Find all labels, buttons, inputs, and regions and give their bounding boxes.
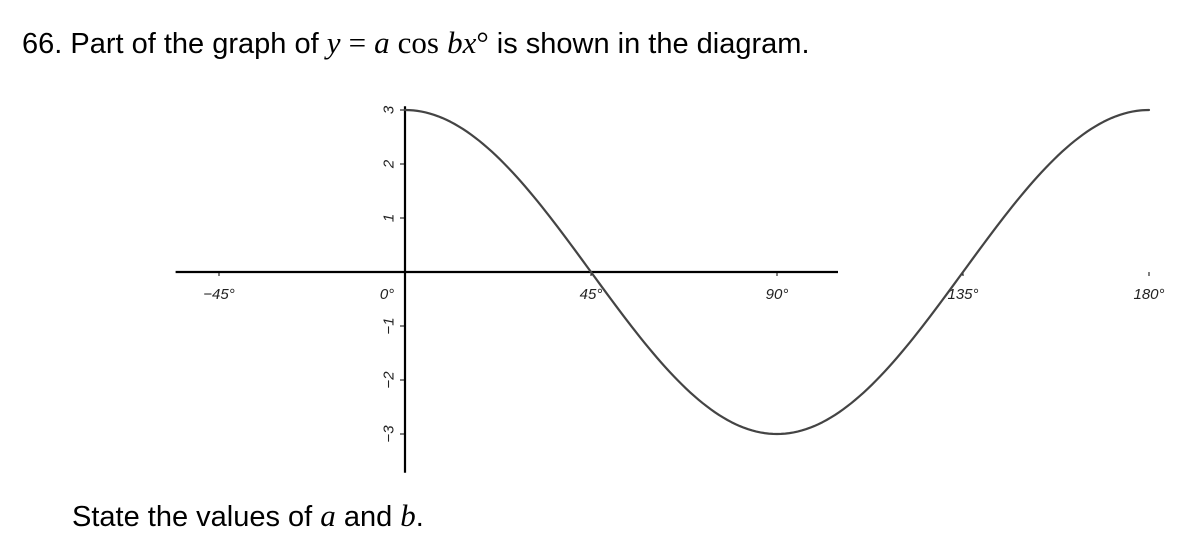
y-tick-label: −1 (381, 317, 398, 334)
y-tick-label: −3 (381, 425, 398, 443)
x-tick-label: −45° (203, 286, 234, 303)
question-title: 66. Part of the graph of y = a cos bx° i… (22, 24, 810, 62)
x-tick-label: 0° (380, 286, 394, 303)
x-tick-label: 135° (947, 286, 978, 303)
prompt-lead-text: State the values of (72, 501, 313, 533)
y-tick-label: −2 (381, 371, 398, 389)
question-prompt: State the values of a and b. (72, 497, 424, 535)
prompt-b: b (400, 498, 416, 533)
cosine-curve (403, 108, 1151, 436)
equation-degree: ° (476, 25, 489, 60)
question-tail-text: is shown in the diagram. (496, 28, 810, 60)
y-tick-label: 2 (381, 159, 398, 169)
x-tick-label: 90° (766, 286, 789, 303)
equation-equals: = (348, 25, 367, 60)
y-tick-label: 1 (381, 214, 398, 222)
prompt-a: a (320, 498, 336, 533)
x-tick-label: 45° (580, 286, 603, 303)
question-lead-text: Part of the graph of (70, 28, 319, 60)
prompt-and: and (343, 501, 393, 533)
equation-a: a (374, 25, 390, 60)
equation-bx: bx (447, 25, 477, 60)
x-tick-label: 180° (1133, 286, 1164, 303)
question-number: 66. (22, 28, 63, 60)
equation-cos: cos (397, 25, 439, 60)
y-tick-label: 3 (381, 105, 398, 114)
prompt-end: . (415, 501, 424, 533)
equation-y: y (326, 25, 341, 60)
